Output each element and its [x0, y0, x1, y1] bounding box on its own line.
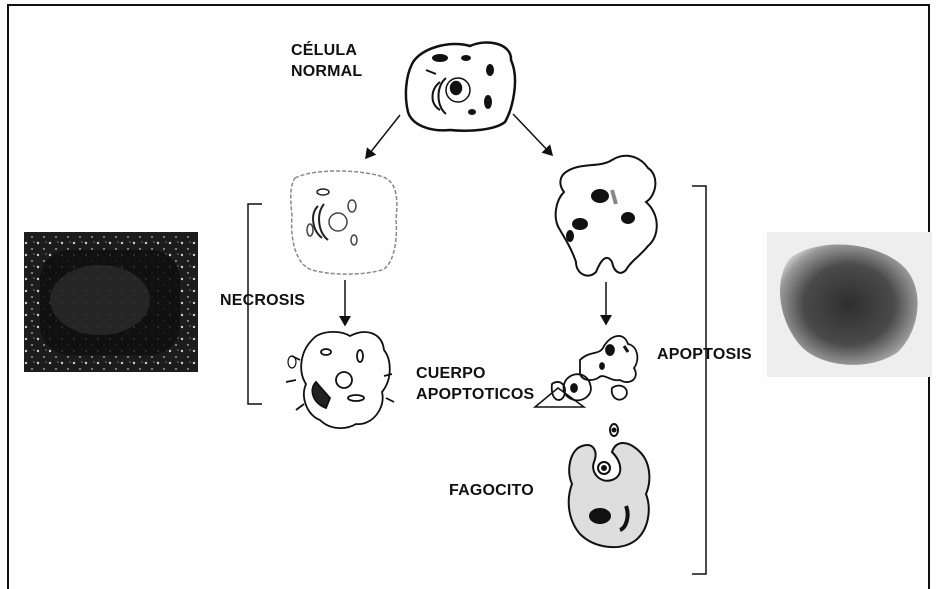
label-cuerpo-line1: CUERPO	[416, 363, 536, 384]
phagocyte-cell	[569, 424, 650, 547]
label-normal-line2: NORMAL	[291, 61, 381, 82]
label-normal-cell: CÉLULA NORMAL	[291, 40, 381, 82]
label-necrosis: NECROSIS	[220, 290, 305, 311]
necrotic-cell-swollen	[291, 171, 397, 274]
apoptosis-bracket	[692, 186, 706, 574]
label-apoptotic-bodies: CUERPO APOPTOTICOS	[416, 363, 536, 405]
apoptotic-cell-blebbing	[556, 156, 657, 276]
normal-cell	[406, 42, 515, 130]
label-phagocyte: FAGOCITO	[449, 480, 534, 501]
label-cuerpo-line2: APOPTOTICOS	[416, 384, 536, 405]
apoptotic-bodies	[552, 336, 638, 400]
apoptosis-micrograph	[767, 232, 932, 377]
label-normal-line1: CÉLULA	[291, 40, 381, 61]
label-apoptosis: APOPTOSIS	[657, 344, 752, 365]
necrotic-cell-ruptured	[286, 332, 394, 428]
necrosis-micrograph	[24, 232, 198, 372]
